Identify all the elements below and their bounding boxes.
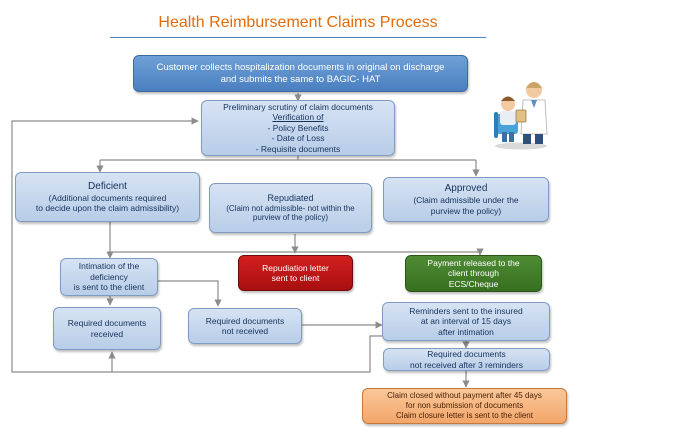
repudiated-line-2: purview of the policy) (252, 213, 329, 223)
step-documents-received: Required documents received (53, 307, 161, 350)
step-claim-closed: Claim closed without payment after 45 da… (362, 388, 567, 424)
intimation-line-2: deficiency (90, 271, 128, 282)
title-underline (110, 37, 486, 38)
repudiated-line-1: (Claim not admissible- not within the (226, 203, 355, 213)
scrutiny-item-policy-benefits: - Policy Benefits (267, 122, 329, 133)
step-submit-line-2: and submits the same to BAGIC- HAT (220, 73, 381, 85)
step-repudiation-letter: Repudiation letter sent to client (238, 255, 353, 291)
scrutiny-subheading: Verification of (272, 112, 324, 123)
scrutiny-item-date-of-loss: - Date of Loss (271, 133, 325, 144)
docs-received-line-1: Required documents (67, 318, 147, 329)
after-reminders-line-2: not received after 3 reminders (410, 359, 523, 370)
deficient-line-2: to decide upon the claim admissibility) (35, 203, 180, 214)
repudiation-letter-line-1: Repudiation letter (262, 262, 329, 273)
after-reminders-line-1: Required documents (427, 349, 506, 360)
outcome-repudiated: Repudiated (Claim not admissible- not wi… (209, 183, 372, 233)
closed-line-1: Claim closed without payment after 45 da… (387, 391, 542, 401)
step-preliminary-scrutiny: Preliminary scrutiny of claim documents … (201, 100, 395, 156)
feedback-loop-arrow (11, 117, 199, 373)
step-reminders-sent: Reminders sent to the insured at an inte… (382, 302, 550, 341)
outcome-deficient: Deficient (Additional documents required… (15, 172, 200, 222)
scrutiny-item-requisite-documents: - Requisite documents (255, 143, 341, 154)
payment-line-3: ECS/Cheque (448, 278, 499, 289)
closed-line-2: for non submission of documents (405, 401, 524, 411)
approved-line-1: (Claim admissible under the (413, 195, 519, 206)
doctor-with-patient-clipart-icon (494, 82, 548, 150)
deficient-line-1: (Additional documents required (48, 192, 167, 203)
reminders-loop-arrow (108, 335, 382, 373)
deficient-heading: Deficient (88, 180, 127, 192)
repudiated-heading: Repudiated (267, 192, 314, 203)
intimation-line-1: Intimation of the (78, 261, 140, 272)
payment-line-2: client through (447, 268, 500, 279)
intimation-line-3: is sent to the client (73, 282, 145, 293)
payment-line-1: Payment released to the (427, 257, 520, 268)
step-payment-released: Payment released to the client through E… (405, 255, 542, 292)
closed-line-3: Claim closure letter is sent to the clie… (396, 410, 533, 420)
approved-line-2: purview the policy) (430, 205, 502, 216)
step-not-received-after-reminders: Required documents not received after 3 … (383, 348, 550, 371)
repudiation-letter-line-2: sent to client (271, 273, 320, 283)
docs-not-received-line-1: Required documents (205, 315, 285, 326)
step-submit-line-1: Customer collects hospitalization docume… (156, 61, 445, 73)
reminders-line-3: after intimation (438, 326, 494, 337)
step-intimation-of-deficiency: Intimation of the deficiency is sent to … (60, 258, 158, 296)
page-title: Health Reimbursement Claims Process (158, 14, 438, 31)
docs-not-received-line-2: not received (221, 326, 269, 336)
scrutiny-split-line (100, 156, 476, 161)
intimation-to-notreceived-arrow (158, 280, 222, 307)
scrutiny-heading: Preliminary scrutiny of claim documents (223, 102, 373, 113)
step-documents-not-received: Required documents not received (188, 308, 302, 344)
step-submit-documents: Customer collects hospitalization docume… (133, 55, 468, 92)
approved-heading: Approved (444, 183, 488, 195)
outcome-approved: Approved (Claim admissible under the pur… (383, 177, 549, 222)
reminders-line-2: at an interval of 15 days (420, 316, 512, 327)
reminders-line-1: Reminders sent to the insured (409, 305, 523, 316)
docs-received-line-2: received (90, 328, 124, 339)
